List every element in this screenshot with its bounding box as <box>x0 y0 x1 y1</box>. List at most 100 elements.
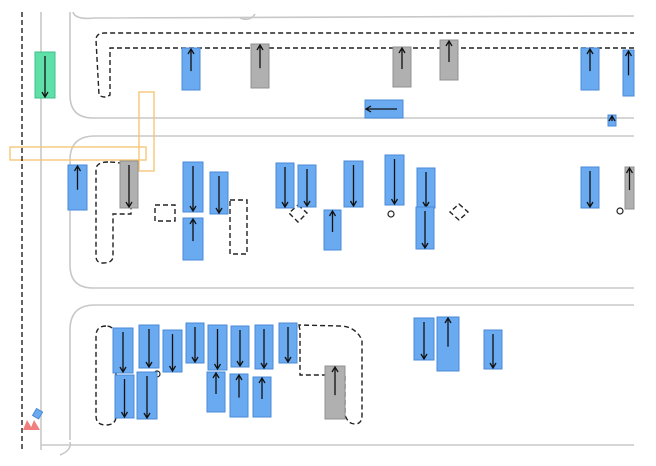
parked-vehicle <box>324 365 346 420</box>
ego-vehicle <box>34 51 56 99</box>
heading-arrowhead-icon <box>421 242 429 250</box>
heading-arrowhead-icon <box>235 373 243 381</box>
vehicle <box>67 164 88 211</box>
vehicle <box>185 322 205 364</box>
small-agent <box>31 407 44 420</box>
lane-boundary <box>69 12 634 119</box>
lane-boundary <box>239 13 256 21</box>
heading-arrowhead-icon <box>145 361 153 369</box>
planned-path <box>95 32 634 98</box>
vehicle <box>413 317 435 361</box>
vehicle <box>297 164 317 208</box>
small-obstacle <box>387 210 395 218</box>
vehicle <box>112 327 134 374</box>
static-obstacle-box <box>154 204 176 222</box>
vehicle <box>364 99 404 119</box>
heading-arrowhead-icon <box>143 412 151 420</box>
small-obstacle <box>616 207 624 215</box>
heading-arrowhead-icon <box>390 198 399 206</box>
vehicle <box>483 329 503 370</box>
vehicle <box>415 206 435 250</box>
heading-arrowhead-icon <box>213 363 222 371</box>
heading-arrowhead-icon <box>398 46 406 54</box>
heading-arrowhead-icon <box>191 356 199 364</box>
vehicle <box>252 376 272 418</box>
lane-boundary <box>59 441 72 456</box>
vehicle <box>162 329 183 373</box>
vehicle <box>230 325 250 368</box>
heading-arrowhead-icon <box>236 360 244 368</box>
heading-arrowhead-icon <box>281 201 289 209</box>
vehicle <box>323 209 342 251</box>
vehicle <box>607 114 617 127</box>
static-obstacle-diamond <box>448 203 470 221</box>
crosswalk <box>9 91 155 172</box>
vehicle <box>182 217 204 261</box>
heading-arrowhead-icon <box>364 105 372 113</box>
crosswalk-horizontal <box>9 146 147 161</box>
heading-arrowhead-icon <box>260 362 268 370</box>
heading-arrowhead-icon <box>284 356 292 364</box>
vehicle <box>206 371 226 413</box>
vehicle <box>207 324 228 371</box>
heading-arrowhead-icon <box>258 376 266 384</box>
vehicle <box>181 47 201 91</box>
heading-arrowhead-icon <box>624 49 633 57</box>
vehicles <box>34 39 635 420</box>
heading-arrowhead-icon <box>215 207 223 215</box>
lane-boundary <box>69 304 634 440</box>
vehicle <box>182 161 204 213</box>
vehicle <box>580 47 600 91</box>
vehicle <box>254 324 274 370</box>
vehicle <box>114 374 135 419</box>
heading-arrowhead-icon <box>119 366 127 374</box>
heading-arrowhead-icon <box>331 365 339 373</box>
heading-arrowhead-icon <box>189 217 197 225</box>
vehicle <box>384 154 405 206</box>
parked-vehicle <box>392 46 412 88</box>
heading-arrowhead-icon <box>189 205 197 213</box>
heading-arrowhead-icon <box>212 371 220 379</box>
pedestrian-marker <box>23 420 33 430</box>
heading-arrowhead-icon <box>489 362 497 370</box>
vehicle <box>416 167 436 209</box>
heading-arrowhead-icon <box>125 201 133 209</box>
heading-arrowhead-icon <box>256 43 264 51</box>
vehicle <box>343 160 364 208</box>
crosswalk-vertical <box>138 91 155 172</box>
heading-arrowhead-icon <box>73 164 82 172</box>
heading-arrowhead-icon <box>349 200 358 208</box>
vehicle <box>275 162 295 209</box>
vehicle <box>209 171 229 215</box>
vehicle <box>436 316 460 372</box>
lane-boundaries <box>40 11 635 456</box>
parked-vehicle <box>119 160 139 209</box>
vehicle <box>278 322 298 364</box>
heading-arrowhead-icon <box>586 201 594 209</box>
planned-path <box>95 161 132 264</box>
planned-path <box>298 324 363 425</box>
heading-arrowhead-icon <box>625 166 634 174</box>
heading-arrowhead-icon <box>328 209 337 217</box>
vehicle <box>136 371 158 420</box>
lane-boundary <box>69 135 634 289</box>
parked-vehicle <box>624 166 635 210</box>
heading-arrowhead-icon <box>187 47 195 55</box>
heading-arrowhead-icon <box>41 91 49 99</box>
lane-boundary <box>72 11 635 20</box>
pedestrian-marker <box>30 420 40 430</box>
heading-arrowhead-icon <box>420 353 428 361</box>
heading-arrowhead-icon <box>120 411 129 419</box>
heading-arrowhead-icon <box>168 365 177 373</box>
parked-vehicle <box>250 43 270 89</box>
heading-arrowhead-icon <box>444 316 452 324</box>
vehicle <box>580 166 600 209</box>
heading-arrowhead-icon <box>303 200 311 208</box>
heading-arrowhead-icon <box>586 47 594 55</box>
vehicle <box>622 49 635 97</box>
parked-vehicle <box>439 39 459 81</box>
heading-arrowhead-icon <box>445 39 453 47</box>
static-obstacle-box <box>229 199 248 255</box>
